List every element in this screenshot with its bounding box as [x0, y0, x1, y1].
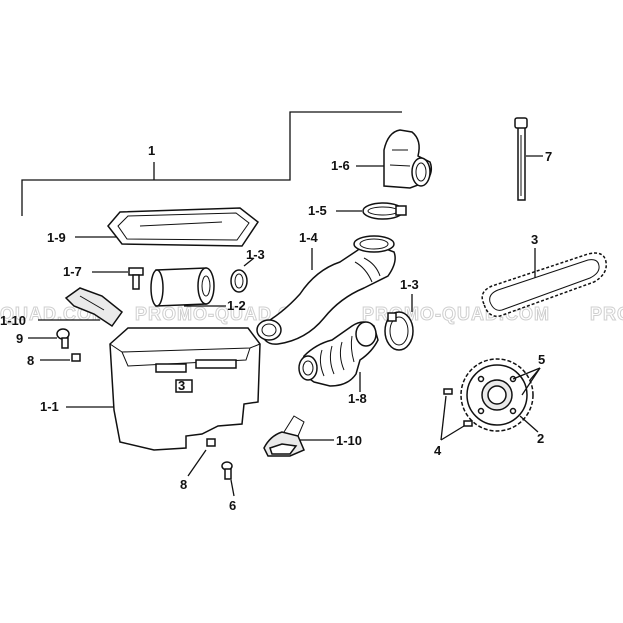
box-marker: 3 — [178, 378, 185, 393]
part-1-5-clamp — [336, 202, 407, 220]
part-1-10-bracket-upper — [38, 287, 124, 328]
part-1-3-clamp-right — [384, 294, 414, 351]
callout-1-9: 1-9 — [47, 230, 66, 245]
part-6-bolt — [221, 461, 235, 497]
callout-2: 2 — [537, 431, 544, 446]
callout-5: 5 — [538, 352, 545, 367]
callout-1-10-upper: 1-10 — [0, 313, 26, 328]
callout-1-3-upper: 1-3 — [246, 247, 265, 262]
callout-4: 4 — [434, 443, 442, 458]
part-1-7-bolt — [92, 267, 144, 290]
part-1-3-small-clamp — [230, 257, 255, 293]
callout-1-10-lower: 1-10 — [336, 433, 362, 448]
callout-labels: 1 1-6 7 1-5 1-9 1-4 3 1-3 1-7 1-3 1-2 1-… — [0, 143, 552, 513]
part-1-8-corrugated-hose — [298, 321, 379, 392]
group-1-bracket — [21, 111, 402, 216]
part-1-4-intake-duct — [256, 235, 396, 345]
callout-6: 6 — [229, 498, 236, 513]
callout-1-3-right: 1-3 — [400, 277, 419, 292]
part-4-bolts — [440, 388, 473, 441]
part-1-9-lid-gasket — [75, 207, 260, 247]
callout-7: 7 — [545, 149, 552, 164]
part-8-nut-upper — [40, 353, 81, 362]
callout-1-8: 1-8 — [348, 391, 367, 406]
callout-1-7: 1-7 — [63, 264, 82, 279]
part-1-1-airbox-housing: 3 — [66, 327, 261, 451]
callout-1-4: 1-4 — [299, 230, 319, 245]
callout-1-5: 1-5 — [308, 203, 327, 218]
callout-1-1: 1-1 — [40, 399, 59, 414]
callout-3: 3 — [531, 232, 538, 247]
callout-1-2: 1-2 — [227, 298, 246, 313]
part-2-sprocket — [460, 358, 539, 433]
callout-8-lower: 8 — [180, 477, 187, 492]
part-1-10-bracket-lower — [263, 415, 334, 457]
part-8-nut-lower — [187, 438, 216, 477]
callout-9: 9 — [16, 331, 23, 346]
part-7-cable-tie — [514, 117, 543, 201]
callout-8-upper: 8 — [27, 353, 34, 368]
part-1-6-elbow-duct — [356, 129, 433, 189]
watermark-right: PROMO — [590, 304, 623, 324]
callout-1: 1 — [148, 143, 155, 158]
callout-1-6: 1-6 — [331, 158, 350, 173]
part-9-bolt — [28, 328, 70, 349]
part-3-drive-chain — [481, 248, 607, 317]
part-5-leaders — [512, 367, 541, 396]
part-1-2-air-filter — [150, 267, 226, 307]
